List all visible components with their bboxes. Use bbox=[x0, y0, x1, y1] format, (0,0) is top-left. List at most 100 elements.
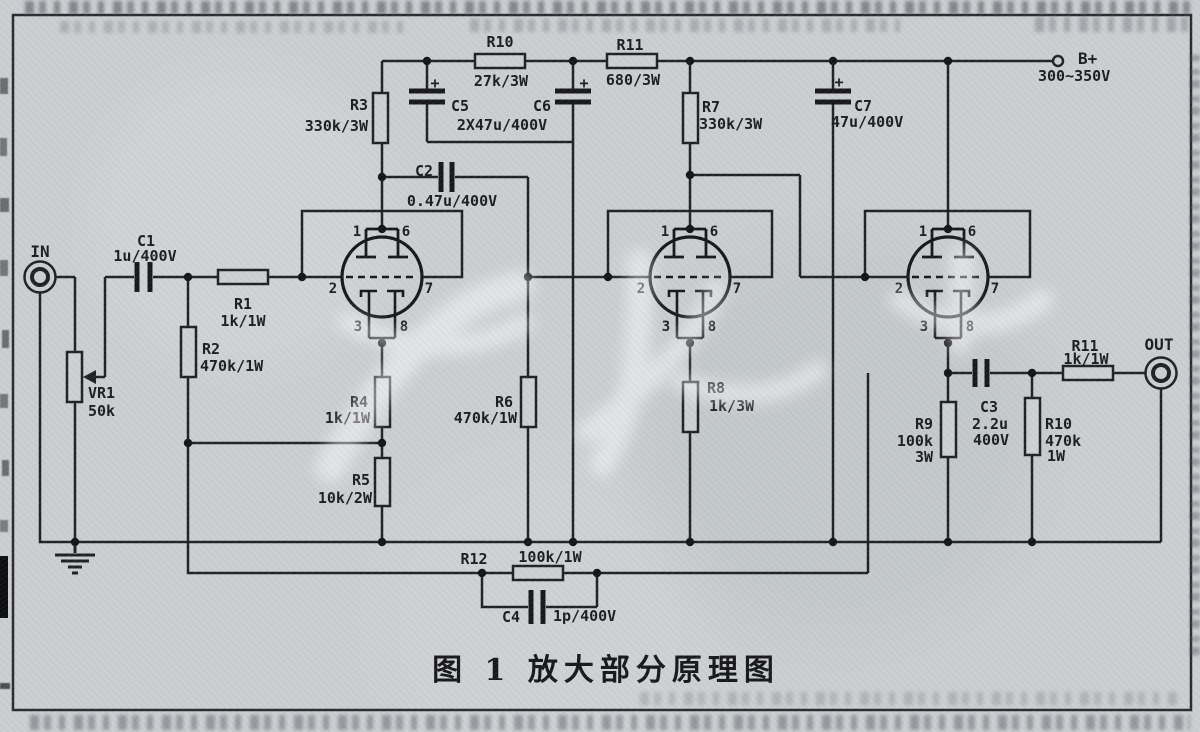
c3-ref-label: C3 bbox=[980, 398, 998, 416]
margin-ink-block bbox=[0, 556, 8, 618]
output-label: OUT bbox=[1145, 335, 1174, 354]
tube1-pin6-label: 6 bbox=[402, 224, 410, 240]
output-jack-icon bbox=[1144, 356, 1178, 390]
junction-dot bbox=[1027, 368, 1037, 378]
junction-dot bbox=[477, 568, 487, 578]
junction-dot bbox=[685, 170, 695, 180]
wire-c2-coupling bbox=[382, 175, 530, 277]
vr1-value-label: 50k bbox=[88, 402, 115, 420]
tube-cathode-icon bbox=[359, 289, 405, 340]
wire-output-row bbox=[948, 371, 1145, 542]
tube1-pin8-label: 8 bbox=[400, 319, 408, 335]
resistor-r2-body bbox=[179, 325, 198, 379]
junction-dot bbox=[943, 56, 953, 66]
resistor-r11-top-body bbox=[605, 52, 659, 70]
wire-input-jack bbox=[56, 275, 77, 542]
r11-out-ref-label: R11 bbox=[1071, 337, 1098, 355]
tube2-pin3-label: 3 bbox=[662, 319, 670, 335]
junction-dots bbox=[70, 56, 1037, 578]
margin-mark bbox=[0, 683, 10, 689]
r11-top-value-label: 680/3W bbox=[606, 71, 661, 89]
capacitor-c2-plates bbox=[438, 162, 455, 192]
potentiometer-vr1-body bbox=[65, 350, 84, 404]
margin-mark bbox=[2, 330, 9, 348]
bplus-label: B+ bbox=[1078, 49, 1098, 68]
margin-mark bbox=[0, 198, 9, 212]
capacitor-c4-plates bbox=[528, 590, 546, 624]
output-jack-pin-icon bbox=[1151, 363, 1171, 383]
r9-value1-label: 100k bbox=[897, 432, 933, 450]
margin-mark bbox=[0, 138, 7, 156]
r2-value-label: 470k/1W bbox=[200, 357, 264, 375]
capacitor-c1-plates bbox=[134, 262, 153, 292]
c4-value-label: 1p/400V bbox=[553, 607, 616, 625]
junction-dot bbox=[422, 56, 432, 66]
labels: IN C1 1u/400V R1 1k/1W R2 470k/1W VR1 50… bbox=[30, 33, 1173, 688]
r2-ref-label: R2 bbox=[202, 340, 220, 358]
c7-polarity-label: + bbox=[834, 73, 843, 91]
resistor-r9-body bbox=[939, 400, 958, 459]
junction-dot bbox=[685, 56, 695, 66]
resistor-r1-body bbox=[216, 268, 270, 286]
c3-value2-label: 400V bbox=[973, 431, 1009, 449]
input-jack-pin-icon bbox=[30, 267, 50, 287]
r10-out-value1-label: 470k bbox=[1045, 432, 1081, 450]
watermark bbox=[315, 246, 1053, 483]
resistor-r10-out-body bbox=[1023, 396, 1042, 457]
capacitor-c3-plates bbox=[972, 359, 990, 387]
c5-c6-value-label: 2X47u/400V bbox=[457, 116, 547, 134]
wire-input-sleeve bbox=[38, 292, 75, 544]
c5-polarity-label: + bbox=[430, 74, 439, 92]
input-jack-icon bbox=[23, 260, 57, 294]
tube3-pin7-label: 7 bbox=[991, 281, 999, 297]
junction-dot bbox=[828, 56, 838, 66]
input-label: IN bbox=[30, 242, 49, 261]
junction-dot bbox=[860, 272, 870, 282]
resistor-r5-body bbox=[373, 456, 392, 508]
c7-ref-label: C7 bbox=[854, 97, 872, 115]
c2-ref-label: C2 bbox=[415, 162, 433, 180]
junction-dot bbox=[183, 272, 193, 282]
tube2-pin7-label: 7 bbox=[733, 281, 741, 297]
c7-value-label: 47u/400V bbox=[831, 113, 903, 131]
c6-polarity-label: + bbox=[579, 74, 588, 92]
margin-mark bbox=[0, 394, 8, 408]
capacitors bbox=[134, 88, 990, 624]
resistors bbox=[65, 52, 1115, 582]
resistor-r12-body bbox=[511, 564, 565, 582]
margin-mark bbox=[0, 78, 8, 94]
r6-ref-label: R6 bbox=[495, 393, 513, 411]
margin-mark bbox=[2, 460, 9, 476]
tube-envelope-icon bbox=[340, 235, 424, 319]
resistor-r3-body bbox=[371, 91, 390, 145]
junction-dot bbox=[377, 172, 387, 182]
r1-value-label: 1k/1W bbox=[220, 312, 266, 330]
junction-dot bbox=[568, 56, 578, 66]
junction-dot bbox=[377, 224, 387, 234]
r3-ref-label: R3 bbox=[350, 96, 368, 114]
r12-ref-label: R12 bbox=[460, 550, 487, 568]
r10-out-ref-label: R10 bbox=[1045, 415, 1072, 433]
c1-value-label: 1u/400V bbox=[113, 247, 176, 265]
schematic-border bbox=[11, 13, 1193, 712]
junction-dot bbox=[943, 368, 953, 378]
wire-c4-loop bbox=[480, 573, 599, 609]
r3-value-label: 330k/3W bbox=[305, 117, 369, 135]
bplus-terminal-icon bbox=[1051, 54, 1065, 68]
junction-dot bbox=[1027, 537, 1037, 547]
r11-top-ref-label: R11 bbox=[616, 36, 643, 54]
junction-dot bbox=[523, 537, 533, 547]
terminals-group bbox=[23, 54, 1178, 575]
capacitor-c5-plates bbox=[409, 88, 445, 105]
junction-dot bbox=[568, 537, 578, 547]
c6-ref-label: C6 bbox=[533, 97, 551, 115]
ground-symbol-icon bbox=[55, 542, 95, 575]
tube3-pin3-label: 3 bbox=[920, 319, 928, 335]
junction-dot bbox=[70, 537, 80, 547]
tube1-pin1-label: 1 bbox=[353, 224, 361, 240]
margin-mark bbox=[0, 260, 8, 276]
vr1-wiper-arrow-icon bbox=[83, 370, 96, 384]
junction-dot bbox=[183, 438, 193, 448]
junction-dot bbox=[297, 272, 307, 282]
